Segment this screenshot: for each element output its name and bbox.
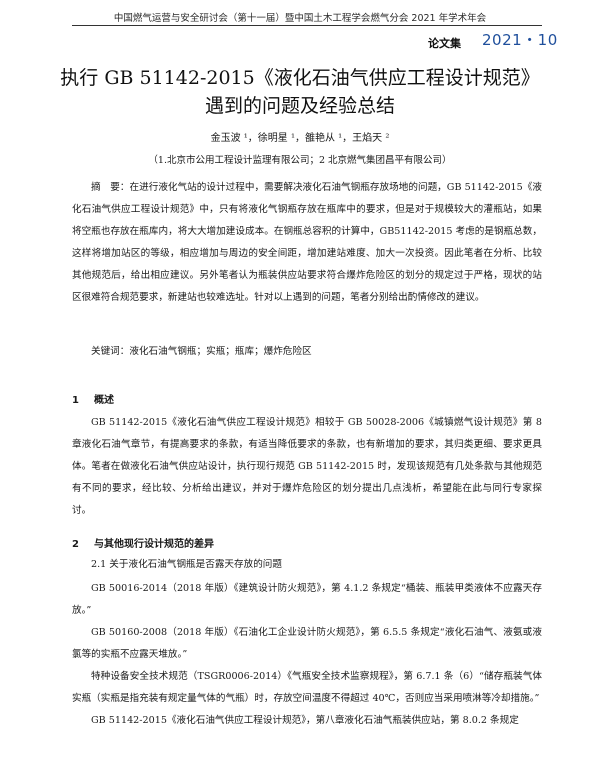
date-tag: 2021・10 bbox=[482, 31, 558, 49]
collection-label: 论文集 bbox=[428, 37, 461, 50]
paragraph: GB 51142-2015《液化石油气供应工程设计规范》，第八章液化石油气瓶装供… bbox=[91, 715, 519, 726]
abstract-text: 在进行液化气站的设计过程中，需要解决液化石油气钢瓶存放场地的问题，GB 5114… bbox=[72, 182, 542, 303]
paper-title: 执行 GB 51142-2015《液化石油气供应工程设计规范》遇到的问题及经验总… bbox=[60, 67, 540, 117]
keywords: 关键词：液化石油气钢瓶；实瓶；瓶库；爆炸危险区 bbox=[72, 341, 542, 363]
section-number: 2 bbox=[72, 539, 79, 550]
section-1-paragraph: GB 51142-2015《液化石油气供应工程设计规范》相较于 GB 50028… bbox=[72, 417, 542, 516]
subsection-heading-2-1: 2.1 关于液化石油气钢瓶是否露天存放的问题 bbox=[91, 559, 282, 570]
abstract: 摘 要：在进行液化气站的设计过程中，需要解决液化石油气钢瓶存放场地的问题，GB … bbox=[72, 177, 542, 309]
authors: 金玉波 ¹，徐明星 ¹，雒艳从 ¹，王焰天 ² bbox=[210, 133, 390, 144]
keywords-label: 关键词： bbox=[91, 346, 130, 357]
section-heading-1: 1 概述 bbox=[72, 391, 114, 406]
paragraph: 特种设备安全技术规范（TSGR0006-2014）《气瓶安全技术监察规程》，第 … bbox=[72, 671, 542, 704]
section-heading-2: 2 与其他现行设计规范的差异 bbox=[72, 535, 214, 550]
header-rule bbox=[72, 25, 542, 26]
section-title: 与其他现行设计规范的差异 bbox=[94, 539, 214, 550]
section-title: 概述 bbox=[94, 395, 114, 406]
paragraph: GB 50016-2014（2018 年版）《建筑设计防火规范》，第 4.1.2… bbox=[72, 583, 542, 616]
abstract-label: 摘 要： bbox=[91, 182, 130, 193]
conference-header: 中国燃气运营与安全研讨会（第十一届）暨中国土木工程学会燃气分会 2021 年学术… bbox=[113, 13, 487, 24]
section-number: 1 bbox=[72, 395, 79, 406]
paragraph: GB 50160-2008（2018 年版）《石油化工企业设计防火规范》，第 6… bbox=[72, 627, 542, 660]
section-2-body: GB 50016-2014（2018 年版）《建筑设计防火规范》，第 4.1.2… bbox=[72, 578, 542, 732]
keywords-text: 液化石油气钢瓶；实瓶；瓶库；爆炸危险区 bbox=[129, 346, 312, 357]
affiliation: （1.北京市公用工程设计监理有限公司；2 北京燃气集团昌平有限公司） bbox=[148, 155, 452, 166]
